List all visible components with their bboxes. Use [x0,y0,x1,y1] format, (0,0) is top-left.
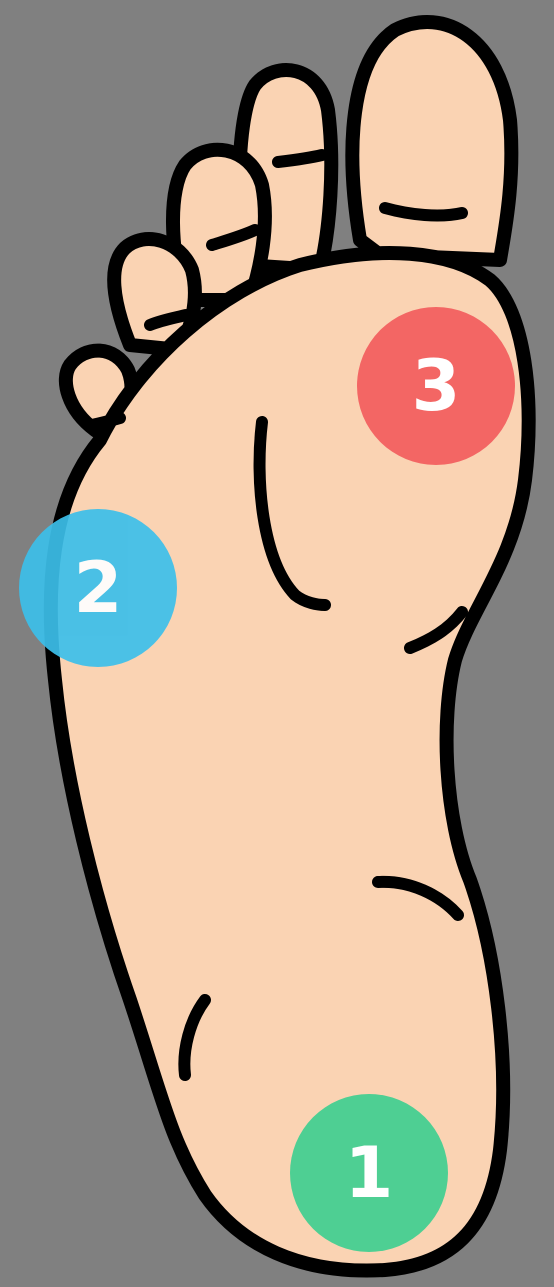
marker-1-heel: 1 [290,1094,448,1252]
marker-3-label: 3 [412,351,461,421]
big-toe-crease [385,208,462,215]
big-toe [352,22,511,260]
marker-3-ball: 3 [357,307,515,465]
marker-2-label: 2 [74,553,123,623]
marker-2-outer-edge: 2 [19,509,177,667]
marker-1-label: 1 [345,1138,394,1208]
second-toe-crease [278,155,322,162]
little-toe-crease [92,418,120,425]
